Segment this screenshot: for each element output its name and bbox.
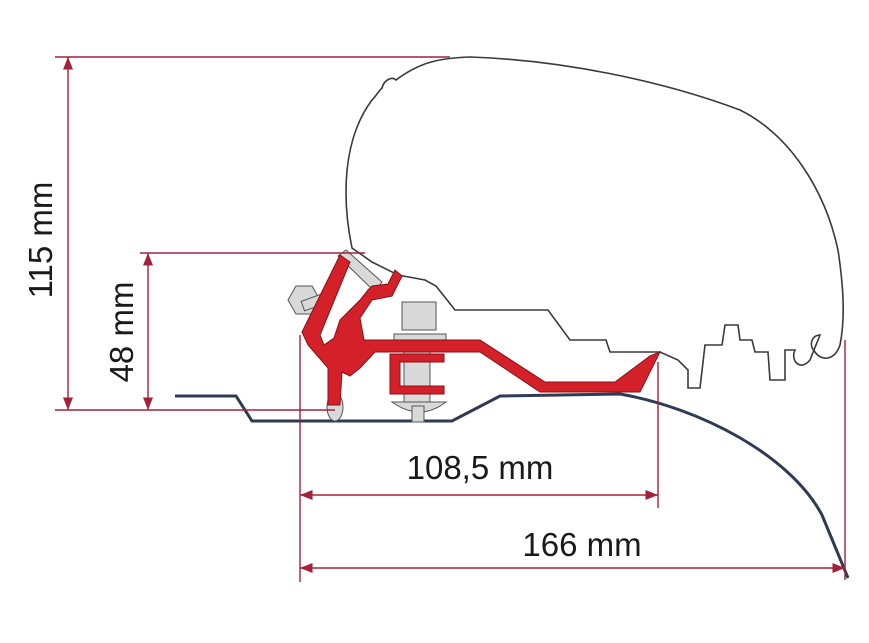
- bracket-clamp: [389, 353, 445, 395]
- dimension-label-166mm: 166 mm: [522, 526, 641, 563]
- dimension-label-48mm: 48 mm: [103, 282, 140, 383]
- dimension-lines: [55, 56, 846, 582]
- awning-housing: [345, 56, 844, 389]
- vehicle-roof: [175, 392, 850, 579]
- adapter-bracket: [301, 254, 662, 406]
- dimension-label-115mm: 115 mm: [22, 182, 59, 299]
- dimension-label-108-5mm: 108,5 mm: [407, 449, 554, 486]
